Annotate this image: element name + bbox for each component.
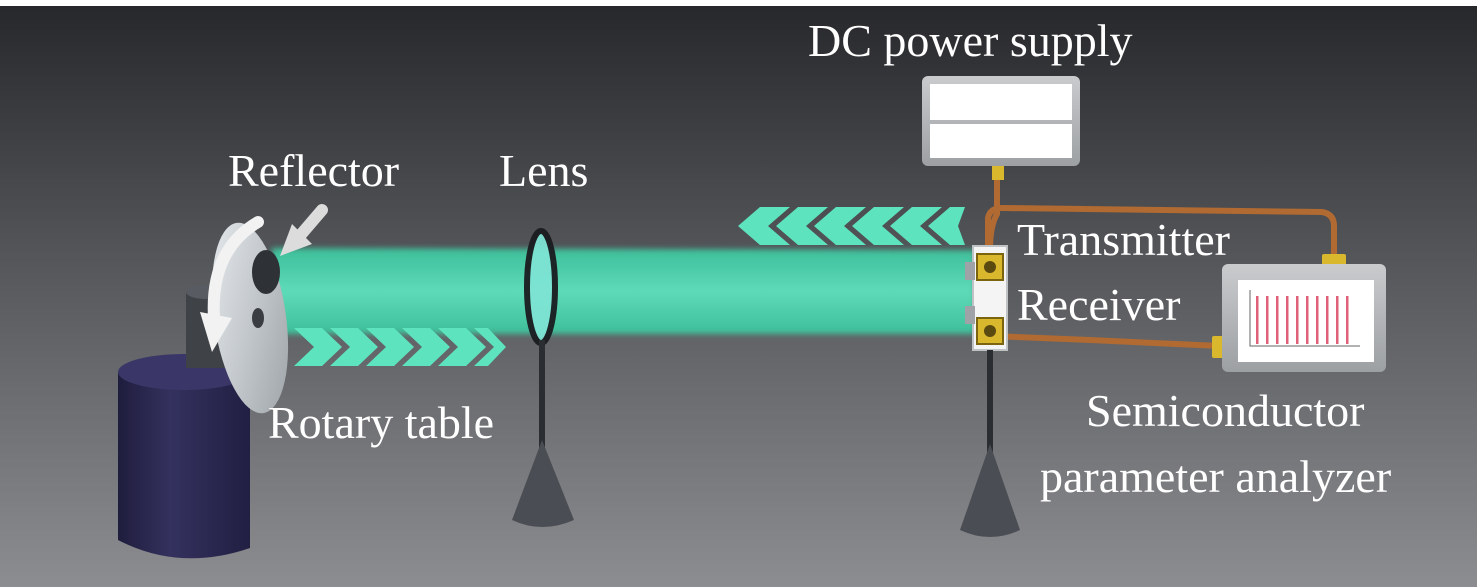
module-stand-base <box>960 444 1020 537</box>
chevron-left-icon <box>814 207 866 245</box>
chevron-right-icon <box>402 328 450 366</box>
semiconductor-parameter-analyzer <box>1222 264 1386 372</box>
chevron-right-icon <box>330 328 378 366</box>
light-beam <box>272 248 975 334</box>
lens-stand-post <box>539 340 545 470</box>
chevron-left-icon <box>890 207 942 245</box>
chevron-left-icon <box>928 207 965 245</box>
top-white-strip <box>0 0 1477 6</box>
lower-chevrons-right <box>294 328 506 366</box>
label-transmitter: Transmitter <box>1017 214 1230 265</box>
transmitter-receiver-module <box>960 245 1020 537</box>
chevron-left-icon <box>738 207 790 245</box>
chevron-right-icon <box>474 328 506 366</box>
lens-stand-base <box>512 440 574 527</box>
reflector-disc <box>200 204 328 414</box>
upper-chevrons-left <box>738 207 965 245</box>
label-semiconductor: Semiconductor <box>1086 385 1365 436</box>
analyzer-plot-bars <box>1256 296 1349 344</box>
label-dc-power-supply: DC power supply <box>808 15 1133 66</box>
dc-power-supply-box <box>922 76 1080 176</box>
chevron-right-icon <box>366 328 414 366</box>
module-stand-post <box>987 350 993 472</box>
chevron-right-icon <box>438 328 486 366</box>
label-parameter-analyzer: parameter analyzer <box>1040 451 1392 502</box>
label-rotary-table: Rotary table <box>268 397 495 448</box>
lens <box>512 228 574 527</box>
rotary-table-motor <box>118 285 250 559</box>
pointer-arrow-icon <box>292 204 328 244</box>
cable-transmitter-to-analyzer <box>985 205 1337 256</box>
rotation-arrow-icon <box>207 216 264 324</box>
chevron-left-icon <box>776 207 828 245</box>
chevron-left-icon <box>852 207 904 245</box>
label-reflector: Reflector <box>228 145 400 196</box>
chevron-right-icon <box>294 328 342 366</box>
label-receiver: Receiver <box>1017 279 1181 330</box>
label-lens: Lens <box>499 145 589 196</box>
cable-receiver-to-analyzer <box>991 333 1221 349</box>
